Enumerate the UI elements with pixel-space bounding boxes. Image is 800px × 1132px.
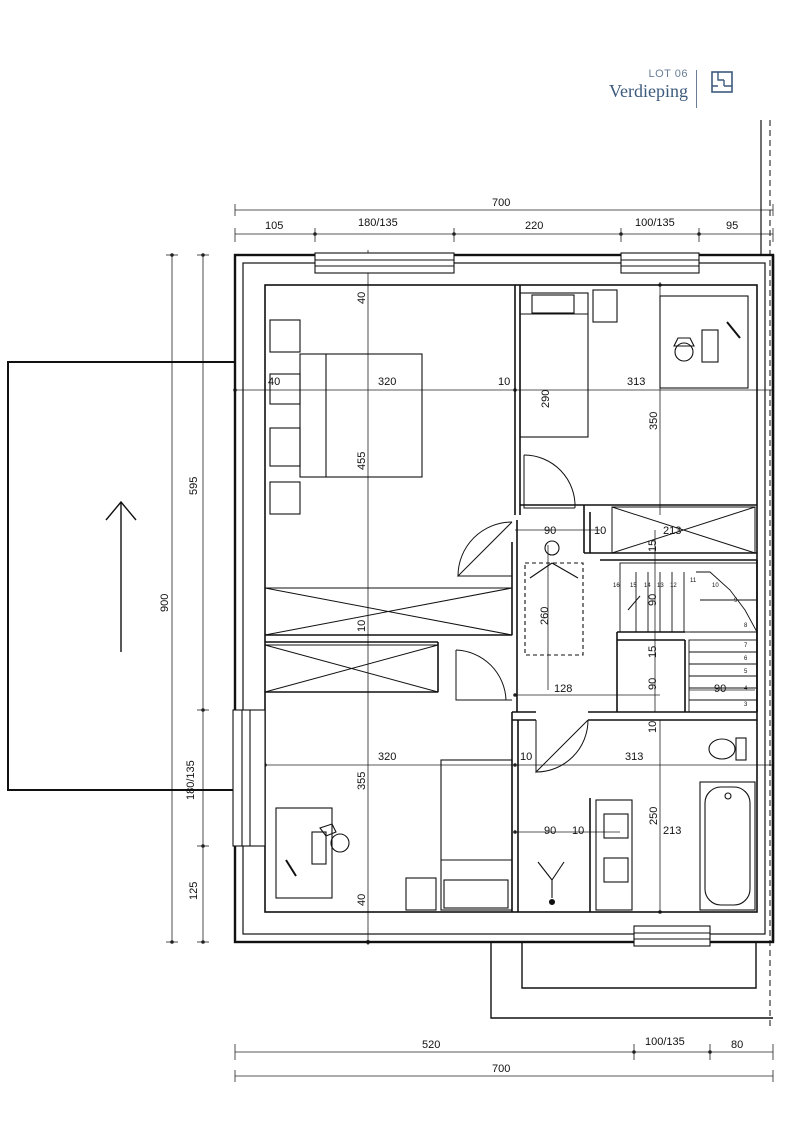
step-16: 16 [613, 583, 620, 589]
dim-room-10-bath: 10 [520, 751, 532, 763]
dim-room-90-lower: 90 [647, 678, 659, 690]
closets [264, 506, 756, 693]
dim-bottom-100: 100/135 [645, 1036, 685, 1048]
step-8: 8 [744, 623, 748, 629]
dim-room-40-left: 40 [268, 376, 280, 388]
dim-left-180: 180/135 [185, 760, 197, 800]
lower-extension [490, 942, 773, 1019]
dim-room-15-mid: 15 [647, 646, 659, 658]
dim-room-90-bath: 90 [544, 825, 556, 837]
dim-bottom-80: 80 [731, 1039, 743, 1051]
dim-room-213-bath: 213 [663, 825, 681, 837]
dim-room-455: 455 [356, 452, 368, 470]
dim-room-90-right: 90 [714, 683, 726, 695]
step-6: 6 [744, 656, 748, 662]
dimension-ticks [170, 232, 712, 1054]
dim-room-90-stair: 90 [647, 594, 659, 606]
dim-room-313-top: 313 [627, 376, 645, 388]
dim-top-180: 180/135 [358, 217, 398, 229]
dim-room-320-bottom: 320 [378, 751, 396, 763]
stair-step-numbers: 16 15 14 13 12 11 10 9 8 7 6 5 4 3 [613, 578, 748, 708]
dim-room-90-hall: 90 [544, 525, 556, 537]
dim-room-213-top: 213 [663, 525, 681, 537]
step-5: 5 [744, 669, 748, 675]
header-divider [696, 70, 697, 108]
step-4: 4 [744, 686, 748, 692]
doors [455, 454, 589, 774]
dim-room-355: 355 [356, 772, 368, 790]
step-10: 10 [712, 583, 719, 589]
dim-top-100: 100/135 [635, 217, 675, 229]
interior-walls [265, 285, 758, 912]
dim-room-10-bath2: 10 [572, 825, 584, 837]
terrace [7, 361, 236, 791]
lot-label: LOT 06 [648, 68, 688, 80]
dim-room-40-bottom: 40 [356, 894, 368, 906]
dim-room-260: 260 [539, 607, 551, 625]
dim-top-total: 700 [492, 197, 510, 209]
step-3: 3 [744, 702, 748, 708]
dim-bottom-520: 520 [422, 1039, 440, 1051]
dim-room-313-bath: 313 [625, 751, 643, 763]
step-11: 11 [690, 578, 697, 584]
dim-room-250: 250 [648, 807, 660, 825]
stairs [619, 562, 758, 713]
dim-room-10-mid: 10 [498, 376, 510, 388]
dim-top-95: 95 [726, 220, 738, 232]
step-14: 14 [644, 583, 651, 589]
dim-left-595: 595 [188, 477, 200, 495]
dim-room-10-left: 10 [356, 620, 368, 632]
furniture [269, 289, 756, 912]
dim-top-220: 220 [525, 220, 543, 232]
dim-left-900: 900 [159, 594, 171, 612]
step-7: 7 [744, 643, 748, 649]
dimension-labels: 700 105 180/135 220 100/135 95 595 900 1… [159, 197, 743, 1075]
dim-room-40-top: 40 [356, 292, 368, 304]
step-9: 9 [734, 598, 738, 604]
dimension-lines [166, 204, 774, 1082]
sheet-header: LOT 06 Verdieping [609, 68, 688, 102]
dim-bottom-total: 700 [492, 1063, 510, 1075]
step-13: 13 [657, 583, 664, 589]
dim-top-105: 105 [265, 220, 283, 232]
dim-room-15-top: 15 [647, 540, 659, 552]
dim-room-320-top: 320 [378, 376, 396, 388]
dim-room-10-hall: 10 [594, 525, 606, 537]
floorplan-icon [711, 71, 733, 93]
dim-room-128: 128 [554, 683, 572, 695]
step-15: 15 [630, 583, 637, 589]
dim-left-125: 125 [188, 882, 200, 900]
floor-title: Verdieping [609, 81, 688, 101]
step-12: 12 [670, 583, 677, 589]
dim-room-350: 350 [648, 412, 660, 430]
windows [232, 252, 711, 947]
dim-room-290: 290 [540, 390, 552, 408]
dim-room-10-right: 10 [647, 721, 659, 733]
